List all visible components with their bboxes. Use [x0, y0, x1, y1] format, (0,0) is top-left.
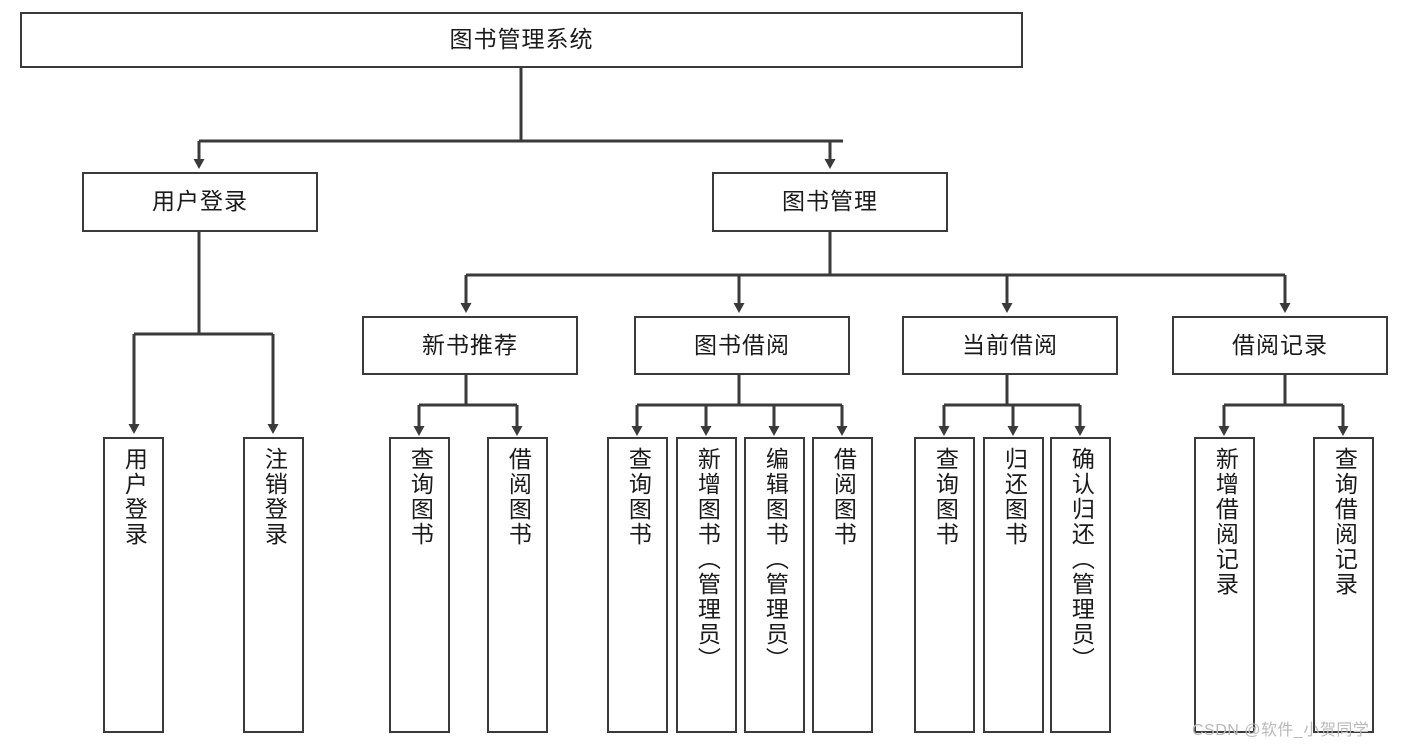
node-root[interactable]: 图书管理系统	[20, 12, 1023, 68]
node-current-borrow[interactable]: 当前借阅	[902, 316, 1118, 375]
leaf-label: 归还图书	[1001, 447, 1028, 547]
leaf-label: 查询借阅记录	[1331, 447, 1358, 597]
node-label: 图书借阅	[694, 331, 790, 358]
leaf-label: 查询图书	[625, 447, 652, 547]
leaf-borrow-book-new[interactable]: 借阅图书	[487, 437, 548, 733]
leaf-query-book-borrow[interactable]: 查询图书	[607, 437, 668, 733]
leaf-label: 查询图书	[932, 447, 959, 547]
node-label: 当前借阅	[962, 331, 1058, 358]
leaf-add-borrow-record[interactable]: 新增借阅记录	[1194, 437, 1255, 733]
leaf-query-book-new[interactable]: 查询图书	[389, 437, 450, 733]
leaf-user-login[interactable]: 用户登录	[103, 437, 164, 733]
node-label: 图书管理	[782, 188, 878, 215]
leaf-query-borrow-record[interactable]: 查询借阅记录	[1313, 437, 1374, 733]
leaf-query-book-current[interactable]: 查询图书	[914, 437, 975, 733]
leaf-edit-book-admin[interactable]: 编辑图书（管理员）	[744, 437, 805, 733]
node-label: 用户登录	[152, 188, 248, 215]
node-user-login[interactable]: 用户登录	[82, 172, 318, 232]
leaf-label: 注销登录	[261, 447, 288, 547]
node-book-borrow[interactable]: 图书借阅	[634, 316, 850, 375]
leaf-confirm-return-admin[interactable]: 确认归还（管理员）	[1050, 437, 1111, 733]
node-label: 借阅记录	[1232, 331, 1328, 358]
leaf-logout-login[interactable]: 注销登录	[243, 437, 304, 733]
leaf-label: 借阅图书	[830, 447, 857, 547]
leaf-borrow-book[interactable]: 借阅图书	[812, 437, 873, 733]
leaf-label: 用户登录	[121, 447, 148, 547]
watermark: CSDN @软件_小贺同学	[1192, 722, 1370, 739]
leaf-label: 新增借阅记录	[1212, 447, 1239, 597]
leaf-label: 确认归还（管理员）	[1068, 447, 1095, 672]
leaf-label: 新增图书（管理员）	[694, 447, 721, 672]
node-book-management[interactable]: 图书管理	[712, 172, 948, 232]
leaf-label: 查询图书	[407, 447, 434, 547]
leaf-label: 编辑图书（管理员）	[762, 447, 789, 672]
leaf-return-book[interactable]: 归还图书	[983, 437, 1044, 733]
node-new-book-recommend[interactable]: 新书推荐	[362, 316, 578, 375]
node-label: 新书推荐	[422, 331, 518, 358]
leaf-add-book-admin[interactable]: 新增图书（管理员）	[676, 437, 737, 733]
leaf-label: 借阅图书	[505, 447, 532, 547]
node-borrow-record[interactable]: 借阅记录	[1172, 316, 1388, 375]
node-root-label: 图书管理系统	[449, 26, 594, 53]
